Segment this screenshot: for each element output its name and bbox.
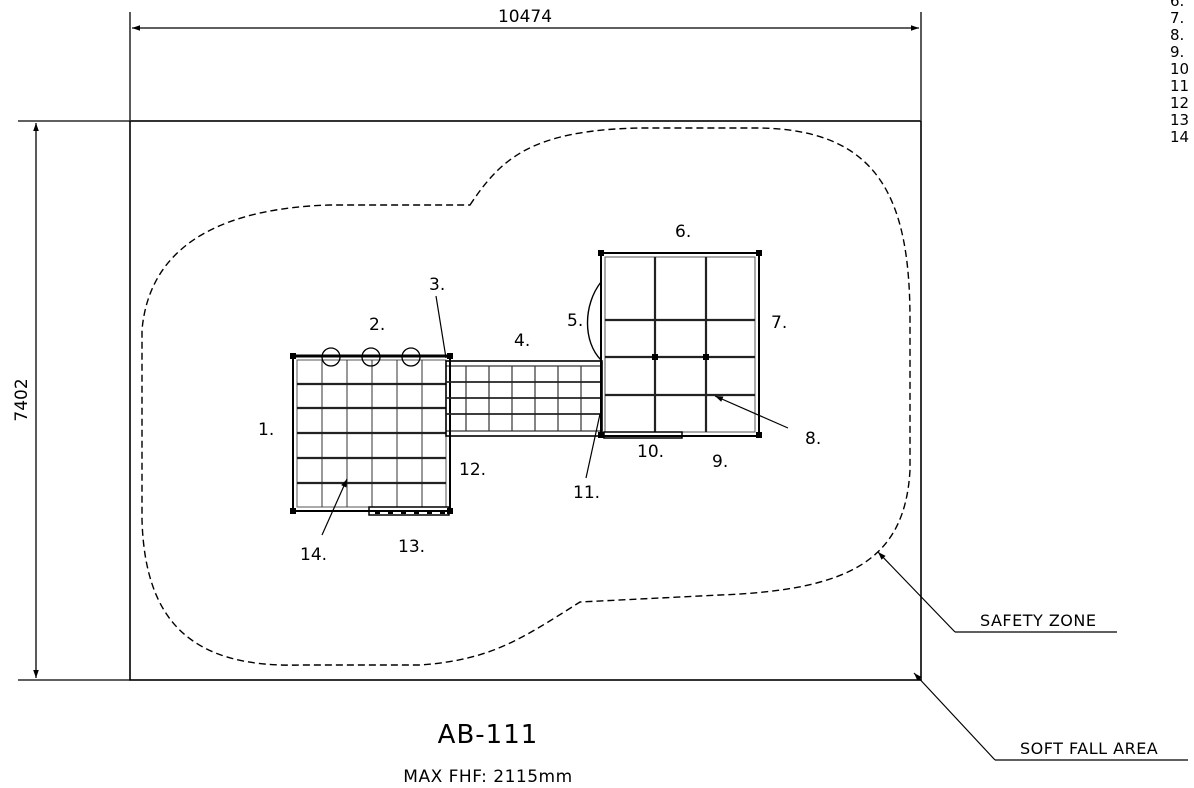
label-9: 9. bbox=[712, 452, 728, 472]
base-step bbox=[368, 506, 450, 516]
height-dimension-value: 7402 bbox=[12, 378, 32, 421]
legend-number: 7. bbox=[1170, 9, 1184, 27]
label-10: 10. bbox=[637, 442, 664, 462]
legend-number: 11 bbox=[1170, 77, 1189, 95]
legend-numbers: 6. 7. 8. 9. 10 11 12 13 14 bbox=[1170, 0, 1189, 146]
legend-number: 8. bbox=[1170, 26, 1184, 44]
right-deck bbox=[598, 250, 762, 438]
label-8: 8. bbox=[805, 429, 821, 449]
height-dimension bbox=[18, 120, 130, 681]
label-6: 6. bbox=[675, 222, 691, 242]
side-panel bbox=[603, 431, 683, 439]
legend-number: 9. bbox=[1170, 43, 1184, 61]
safety-zone-label: SAFETY ZONE bbox=[980, 611, 1096, 630]
label-2: 2. bbox=[369, 315, 385, 335]
label-1: 1. bbox=[258, 420, 274, 440]
label-5: 5. bbox=[567, 311, 583, 331]
legend-number: 10 bbox=[1170, 60, 1189, 78]
label-13: 13. bbox=[398, 537, 425, 557]
leader-lines bbox=[321, 295, 1188, 761]
safety-zone-outline bbox=[141, 127, 911, 666]
label-3: 3. bbox=[429, 275, 445, 295]
label-4: 4. bbox=[514, 331, 530, 351]
legend-number: 14 bbox=[1170, 128, 1189, 146]
legend-number: 12 bbox=[1170, 94, 1189, 112]
left-deck bbox=[290, 353, 453, 514]
model-code: AB-111 bbox=[438, 720, 539, 750]
legend-number: 6. bbox=[1170, 0, 1184, 10]
label-12: 12. bbox=[459, 460, 486, 480]
soft-fall-area-label: SOFT FALL AREA bbox=[1020, 739, 1158, 758]
legend-number: 13 bbox=[1170, 111, 1189, 129]
width-dimension bbox=[129, 12, 922, 120]
entry-arc bbox=[586, 281, 602, 361]
width-dimension-value: 10474 bbox=[498, 7, 552, 27]
label-11: 11. bbox=[573, 483, 600, 503]
label-14: 14. bbox=[300, 545, 327, 565]
label-7: 7. bbox=[771, 313, 787, 333]
max-fhf: MAX FHF: 2115mm bbox=[403, 767, 572, 787]
bridge bbox=[445, 360, 603, 437]
handhold-circles bbox=[321, 347, 421, 367]
soft-fall-area-boundary bbox=[129, 120, 922, 681]
